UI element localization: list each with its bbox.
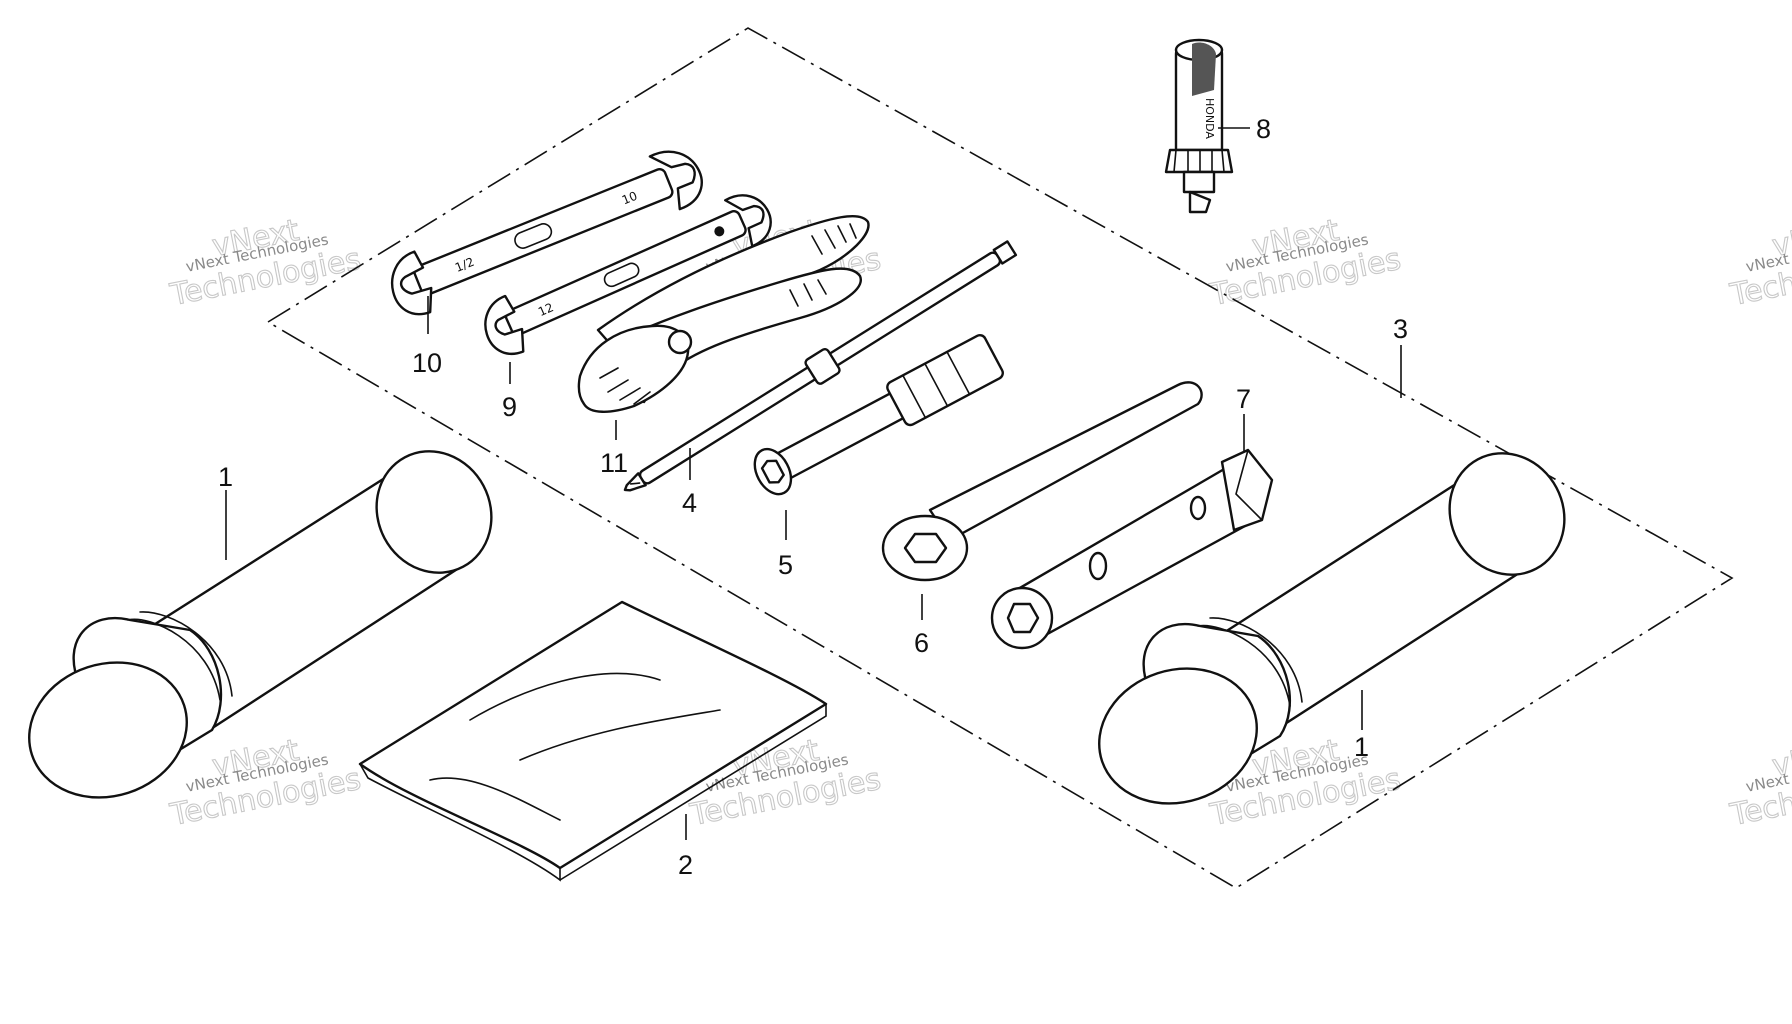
watermark-4: vNext vNext Technologies Technologies — [1726, 212, 1792, 313]
callout-1b: 1 — [1354, 732, 1369, 762]
callout-2: 2 — [678, 850, 693, 880]
callout-9: 9 — [502, 392, 517, 422]
watermark-3: vNext vNext Technologies Technologies — [1206, 212, 1404, 313]
ring-spanner-6 — [881, 381, 1203, 582]
callout-5: 5 — [778, 550, 793, 580]
svg-text:10: 10 — [620, 189, 639, 208]
pliers-11 — [577, 215, 870, 413]
callout-10: 10 — [412, 348, 442, 378]
tube-spanner-7 — [990, 448, 1274, 650]
callout-6: 6 — [914, 628, 929, 658]
watermark-1: vNext vNext Technologies Technologies — [166, 212, 364, 313]
svg-text:12: 12 — [536, 300, 556, 319]
spark-plug-tool-8: HONDA — [1164, 38, 1234, 214]
callout-4: 4 — [682, 488, 697, 518]
callout-3: 3 — [1393, 314, 1408, 344]
tool-case-right-1 — [1098, 452, 1566, 805]
wrench-9: 12 — [484, 194, 772, 355]
callout-8: 8 — [1256, 114, 1271, 144]
tool-case-left-1 — [28, 450, 493, 799]
socket-wrench-5 — [753, 333, 1004, 496]
honda-label: HONDA — [1203, 98, 1216, 139]
leader-lines — [225, 127, 1402, 840]
callout-11: 11 — [600, 448, 628, 478]
cloth-bag-2 — [358, 600, 828, 882]
svg-text:1/2: 1/2 — [453, 255, 476, 275]
screwdriver-4 — [623, 240, 1018, 492]
tool-bag-outline — [266, 27, 1734, 889]
callout-1a: 1 — [218, 462, 233, 492]
callout-7: 7 — [1236, 384, 1251, 414]
watermark-8: vNext vNext Technologies Technologies — [1726, 732, 1792, 833]
callout-labels: 1 1 2 3 4 5 6 7 8 9 10 11 — [218, 114, 1408, 880]
wrench-10: 1/2 10 — [391, 150, 703, 316]
